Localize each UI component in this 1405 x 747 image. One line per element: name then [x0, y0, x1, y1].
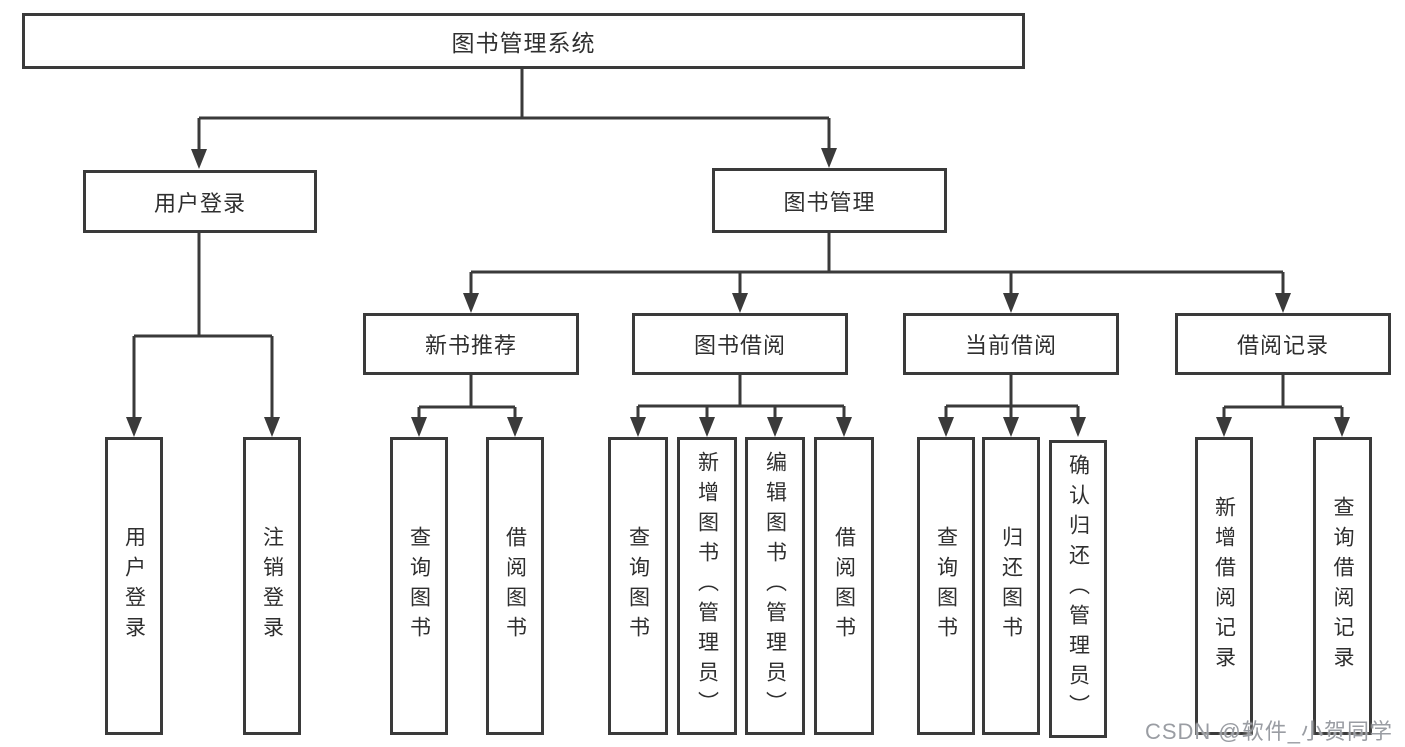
node-borrow-record: 借阅记录 — [1175, 313, 1391, 375]
node-edit-book-admin: 编辑图书（管理员） — [745, 437, 805, 735]
node-confirm-return-admin: 确认归还（管理员） — [1049, 440, 1107, 738]
arrow-icon — [1070, 417, 1086, 437]
arrow-icon — [938, 417, 954, 437]
node-logout-leaf: 注销登录 — [243, 437, 301, 735]
node-user-login: 用户登录 — [83, 170, 317, 233]
node-borrow-book-leaf: 借阅图书 — [814, 437, 874, 735]
arrow-icon — [1003, 293, 1019, 313]
arrow-icon — [264, 417, 280, 437]
arrow-icon — [1334, 417, 1350, 437]
node-return-book: 归还图书 — [982, 437, 1040, 735]
node-query-book-newbook: 查询图书 — [390, 437, 448, 735]
node-current-borrow: 当前借阅 — [903, 313, 1119, 375]
node-borrow-book-newbook: 借阅图书 — [486, 437, 544, 735]
arrow-icon — [411, 417, 427, 437]
arrow-icon — [767, 417, 783, 437]
arrow-icon — [191, 149, 207, 169]
node-add-borrow-record: 新增借阅记录 — [1195, 437, 1253, 735]
arrow-icon — [463, 293, 479, 313]
arrow-icon — [1216, 417, 1232, 437]
arrow-icon — [699, 417, 715, 437]
arrow-icon — [821, 148, 837, 168]
arrow-icon — [732, 293, 748, 313]
node-query-book-borrow: 查询图书 — [608, 437, 668, 735]
node-query-borrow-record: 查询借阅记录 — [1313, 437, 1372, 735]
arrow-icon — [1275, 293, 1291, 313]
node-add-book-admin: 新增图书（管理员） — [677, 437, 737, 735]
node-user-login-leaf: 用户登录 — [105, 437, 163, 735]
node-book-management: 图书管理 — [712, 168, 947, 233]
arrow-icon — [836, 417, 852, 437]
node-book-borrow: 图书借阅 — [632, 313, 848, 375]
arrow-icon — [630, 417, 646, 437]
arrow-icon — [1003, 417, 1019, 437]
arrow-icon — [507, 417, 523, 437]
node-query-book-current: 查询图书 — [917, 437, 975, 735]
csdn-watermark: CSDN @软件_小贺同学 — [1144, 719, 1393, 744]
node-new-book-recommend: 新书推荐 — [363, 313, 579, 375]
arrow-icon — [126, 417, 142, 437]
node-library-system: 图书管理系统 — [22, 13, 1025, 69]
